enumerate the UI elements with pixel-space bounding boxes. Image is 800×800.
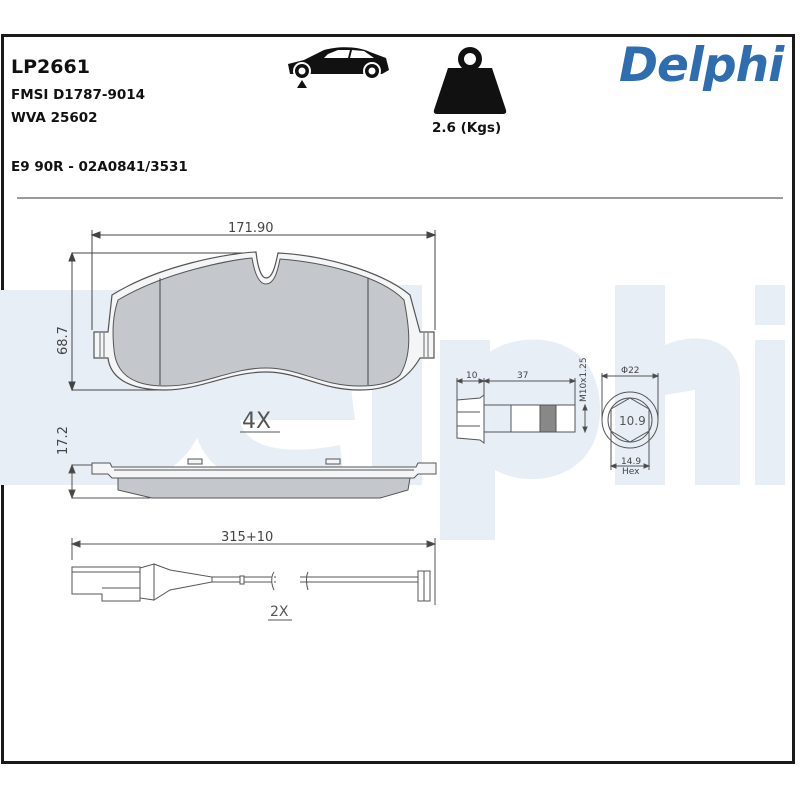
sensor-quantity: 2X: [270, 604, 289, 620]
wva-code: WVA 25602: [11, 110, 98, 126]
bolt-hex-label: Hex: [622, 467, 640, 477]
brake-pad-front-view: [93, 251, 435, 391]
fmsi-code: FMSI D1787-9014: [11, 87, 146, 103]
separator-line: [17, 197, 783, 199]
pad-thickness-dim: 17.2: [56, 426, 71, 455]
bolt-hex-dim: 14.9: [621, 457, 641, 467]
brake-pad-side-view: [68, 458, 437, 500]
bolt-side-view: [455, 378, 588, 444]
bolt-thread-dim: M10x1.25: [579, 357, 589, 402]
pad-width-dim: 171.90: [228, 221, 274, 236]
weight-label: 2.6 (Kgs): [432, 120, 502, 136]
wear-sensor: [70, 538, 437, 605]
part-number: LP2661: [11, 56, 90, 78]
pad-quantity: 4X: [242, 409, 271, 434]
approval-code: E9 90R - 02A0841/3531: [11, 159, 188, 175]
delphi-logo: Delphi: [619, 38, 784, 93]
weight-icon: [433, 47, 507, 114]
bolt-head-dim: 10: [466, 371, 478, 381]
bolt-flange-dim: Φ22: [621, 366, 640, 376]
pad-height-dim: 68.7: [56, 326, 71, 355]
sensor-length-dim: 315+10: [221, 530, 273, 545]
bolt-grade: 10.9: [619, 414, 646, 428]
bolt-end-view: [600, 373, 660, 470]
bolt-shank-dim: 37: [517, 371, 528, 381]
car-axle-position-icon: [288, 47, 389, 88]
